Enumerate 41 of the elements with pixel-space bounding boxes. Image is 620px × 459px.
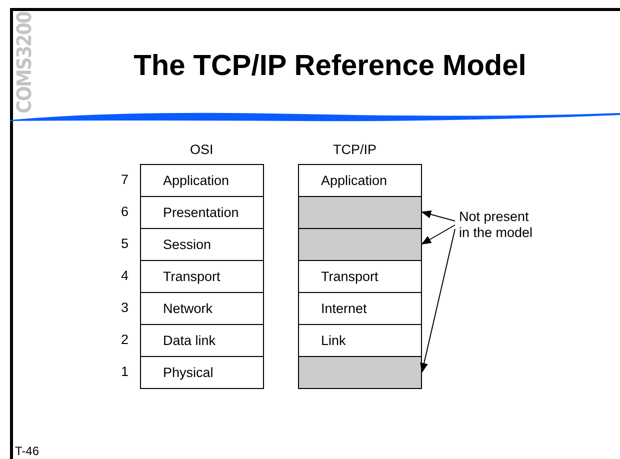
layer-name: Transport bbox=[163, 269, 220, 284]
course-code: COMS3200 bbox=[14, 12, 34, 114]
empty-layer-box bbox=[298, 228, 422, 261]
arrow bbox=[421, 210, 456, 222]
layer-box bbox=[140, 164, 264, 197]
layer-number: 5 bbox=[121, 236, 129, 251]
layer-box bbox=[140, 356, 264, 389]
layer-box bbox=[298, 324, 422, 357]
layer-name: Internet bbox=[321, 301, 367, 316]
layer-name: Session bbox=[163, 237, 212, 252]
empty-layer-box bbox=[298, 196, 422, 229]
layer-name: Link bbox=[321, 333, 346, 348]
layer-name: Presentation bbox=[163, 205, 239, 220]
layer-box bbox=[140, 260, 264, 293]
layer-number: 4 bbox=[121, 268, 129, 283]
layer-number: 3 bbox=[121, 300, 129, 315]
arrow bbox=[421, 224, 456, 244]
layer-name: Physical bbox=[163, 365, 214, 380]
layer-name: Network bbox=[163, 301, 213, 316]
layer-number: 1 bbox=[121, 364, 129, 379]
layer-box bbox=[298, 292, 422, 325]
column-header: OSI bbox=[190, 142, 214, 157]
layer-number: 6 bbox=[121, 204, 129, 219]
layer-box bbox=[140, 324, 264, 357]
arrow bbox=[420, 228, 456, 373]
slide-title: The TCP/IP Reference Model bbox=[132, 50, 528, 83]
note-text: Not present in the model bbox=[459, 209, 543, 241]
layer-name: Application bbox=[163, 173, 230, 188]
layer-box bbox=[140, 196, 264, 229]
layer-box bbox=[298, 164, 422, 197]
empty-layer-box bbox=[298, 356, 422, 389]
layer-box bbox=[140, 228, 264, 261]
slide-number: T-46 bbox=[15, 444, 40, 458]
layer-name: Application bbox=[321, 173, 388, 188]
layer-number: 2 bbox=[121, 332, 129, 347]
layer-name: Transport bbox=[321, 269, 378, 284]
layer-box bbox=[298, 260, 422, 293]
layer-number: 7 bbox=[121, 172, 129, 187]
layer-name: Data link bbox=[163, 333, 216, 348]
layer-box bbox=[140, 292, 264, 325]
column-header: TCP/IP bbox=[333, 142, 377, 157]
